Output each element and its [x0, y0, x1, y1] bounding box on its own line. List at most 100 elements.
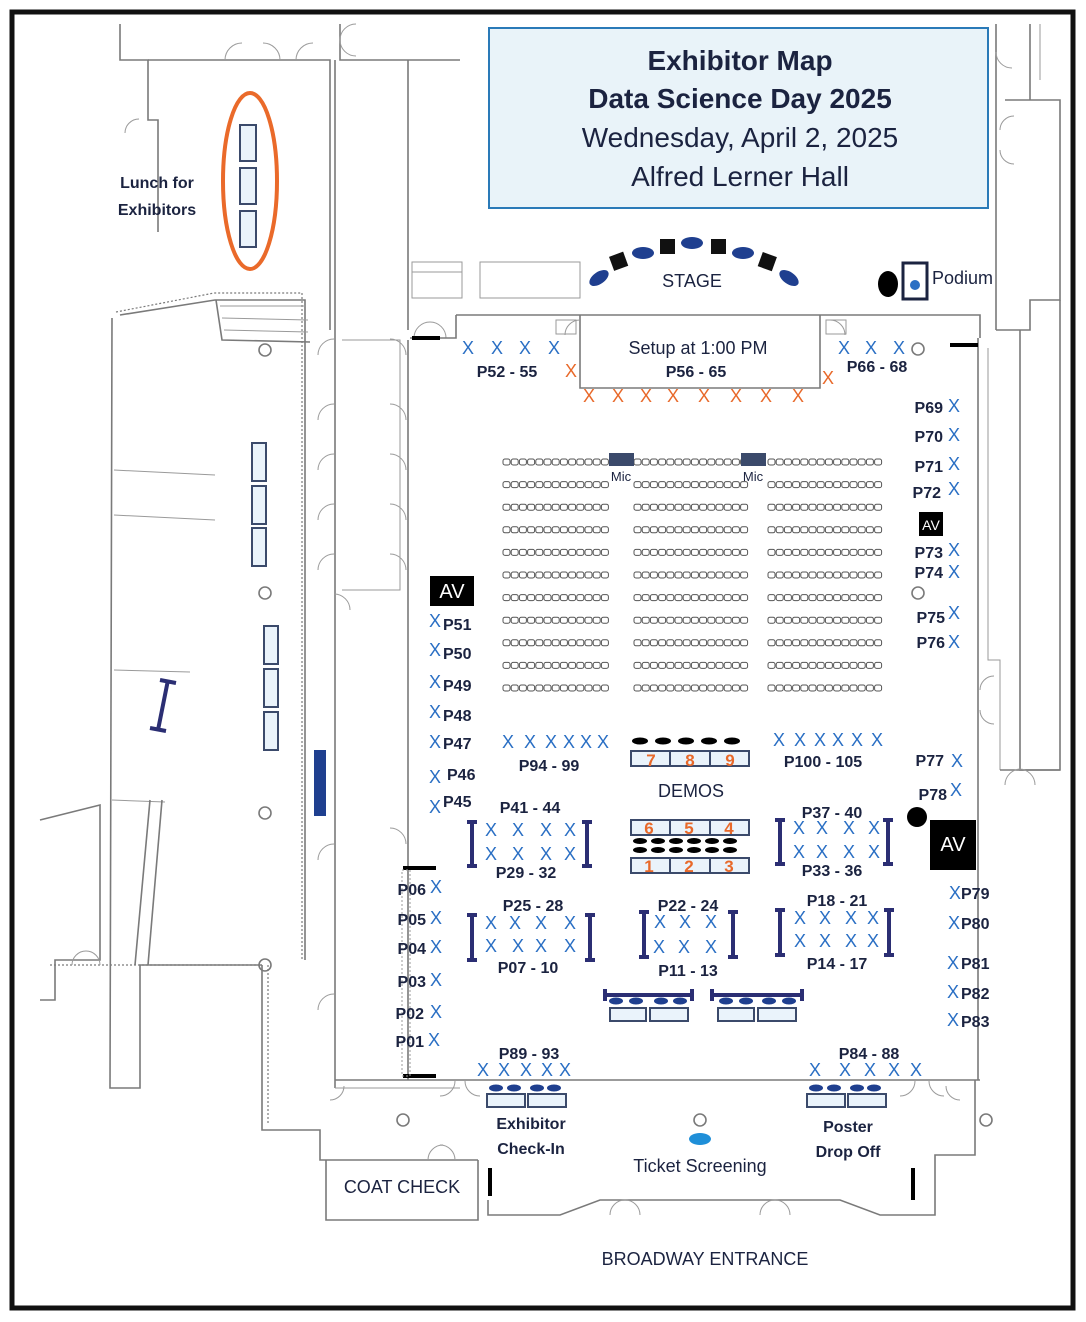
- audience-seat: [707, 684, 716, 692]
- audience-seat: [568, 503, 577, 511]
- audience-seat: [699, 571, 708, 579]
- title-box: Exhibitor Map Data Science Day 2025 Wedn…: [488, 27, 989, 209]
- audience-seat: [849, 526, 858, 534]
- audience-seat: [699, 639, 708, 647]
- audience-seat: [824, 503, 833, 511]
- poster-spot-marker: X: [948, 540, 960, 560]
- audience-seat: [674, 503, 683, 511]
- audience-seat: [800, 458, 809, 466]
- audience-seat: [502, 684, 511, 692]
- poster-board-stand: [884, 908, 894, 957]
- audience-seat: [857, 684, 866, 692]
- audience-seat: [723, 548, 732, 556]
- audience-seat: [690, 639, 699, 647]
- poster-spot-marker: X: [429, 611, 441, 631]
- poster-spot-marker: X: [429, 640, 441, 660]
- audience-seat: [518, 616, 527, 624]
- audience-seat: [865, 481, 874, 489]
- audience-seat: [723, 526, 732, 534]
- audience-seat: [551, 639, 560, 647]
- av-station: [430, 576, 474, 606]
- audience-seat: [707, 503, 716, 511]
- audience-seat: [510, 458, 519, 466]
- audience-seat: [543, 548, 552, 556]
- audience-seat: [715, 639, 724, 647]
- audience-seat: [584, 639, 593, 647]
- audience-seat: [690, 616, 699, 624]
- corridor-barrier: [149, 678, 177, 733]
- audience-seat: [682, 616, 691, 624]
- audience-seat: [568, 526, 577, 534]
- audience-seat: [535, 616, 544, 624]
- audience-seat: [592, 661, 601, 669]
- poster-spot-marker: X: [838, 338, 850, 358]
- audience-seat: [568, 571, 577, 579]
- audience-seat: [527, 458, 536, 466]
- audience-seat: [767, 481, 776, 489]
- audience-seat: [527, 526, 536, 534]
- audience-seat: [666, 616, 675, 624]
- poster-spot-marker: X: [430, 970, 442, 990]
- poster-spot-marker: X: [502, 732, 514, 752]
- audience-seat: [707, 458, 716, 466]
- audience-seat: [658, 639, 667, 647]
- audience-seat: [535, 661, 544, 669]
- audience-seat: [874, 458, 883, 466]
- audience-seat: [833, 548, 842, 556]
- audience-seat: [682, 481, 691, 489]
- audience-seat: [800, 661, 809, 669]
- poster-spot-marker: X: [794, 730, 806, 750]
- audience-seat: [502, 503, 511, 511]
- poster-spot-marker: X: [541, 1060, 553, 1080]
- audience-seat: [518, 458, 527, 466]
- poster-spot-marker: X: [822, 368, 834, 388]
- audience-seat: [559, 661, 568, 669]
- table-seat: [739, 997, 753, 1005]
- audience-seat: [658, 481, 667, 489]
- audience-seat: [576, 616, 585, 624]
- audience-seat: [775, 684, 784, 692]
- audience-seat: [816, 481, 825, 489]
- audience-seat: [674, 526, 683, 534]
- audience-seat: [666, 571, 675, 579]
- audience-seat: [633, 481, 642, 489]
- poster-spot-marker: X: [540, 820, 552, 840]
- audience-seat: [740, 481, 749, 489]
- poster-board-stand: [639, 910, 649, 959]
- audience-seat: [740, 548, 749, 556]
- service-table: [527, 1093, 567, 1108]
- poster-group-label: P41 - 44: [500, 800, 561, 817]
- audience-seat: [551, 481, 560, 489]
- audience-seat: [816, 458, 825, 466]
- audience-seat: [535, 684, 544, 692]
- audience-seat: [674, 639, 683, 647]
- audience-seat: [690, 526, 699, 534]
- poster-label: P82: [961, 986, 990, 1003]
- table-seat: [782, 997, 796, 1005]
- audience-seat: [568, 481, 577, 489]
- audience-seat: [740, 503, 749, 511]
- audience-seat: [874, 481, 883, 489]
- poster-spot-marker: X: [948, 479, 960, 499]
- audience-seat: [568, 616, 577, 624]
- poster-spot-marker: X: [888, 1060, 900, 1080]
- audience-seat: [682, 458, 691, 466]
- audience-seat: [816, 526, 825, 534]
- audience-seat: [518, 548, 527, 556]
- audience-seat: [568, 458, 577, 466]
- audience-seat: [584, 616, 593, 624]
- corridor-panel: [314, 750, 326, 816]
- audience-seat: [535, 639, 544, 647]
- audience-seat: [674, 458, 683, 466]
- poster-spot-marker: X: [947, 953, 959, 973]
- audience-seat: [775, 548, 784, 556]
- audience-seat: [518, 639, 527, 647]
- poster-group-label: P18 - 21: [807, 893, 868, 910]
- audience-seat: [674, 571, 683, 579]
- poster-label: P05: [398, 912, 427, 929]
- poster-label: P46: [447, 767, 476, 784]
- audience-seat: [682, 548, 691, 556]
- audience-seat: [833, 639, 842, 647]
- audience-seat: [666, 481, 675, 489]
